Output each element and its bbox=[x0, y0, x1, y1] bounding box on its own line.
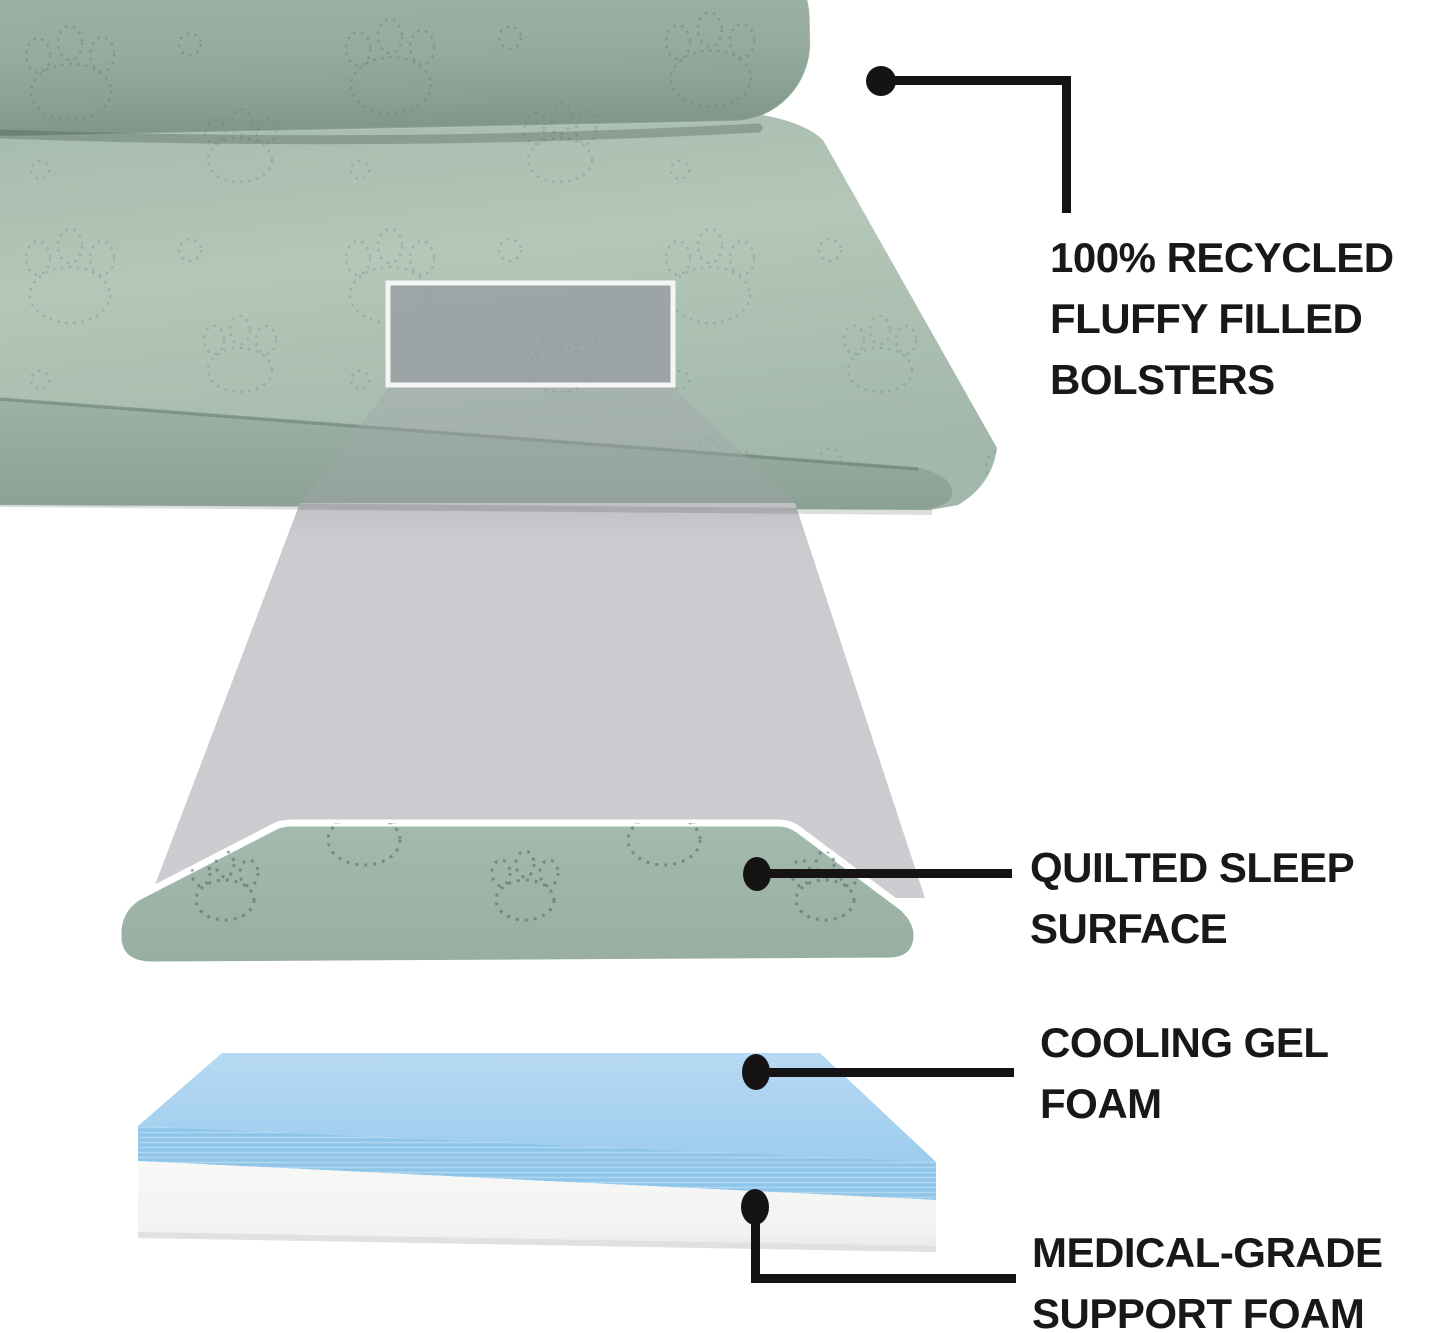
bed-front-panel bbox=[0, 397, 953, 509]
sleep-surface-callout-line bbox=[757, 869, 1012, 878]
bed-bottom-shadow bbox=[0, 501, 933, 515]
sleep-surface-callout-label: QUILTED SLEEP SURFACE bbox=[1030, 837, 1355, 959]
callout-line: FOAM bbox=[1040, 1080, 1162, 1127]
callout-line: QUILTED SLEEP bbox=[1030, 844, 1355, 891]
callout-line: 100% RECYCLED bbox=[1050, 234, 1394, 281]
support-foam-callout-label: MEDICAL-GRADE SUPPORT FOAM bbox=[1032, 1222, 1383, 1333]
support-foam-callout-line-horizontal bbox=[751, 1274, 1016, 1283]
bolster-shadow bbox=[0, 123, 763, 145]
cooling-gel-callout-line bbox=[756, 1068, 1014, 1077]
callout-line: SUPPORT FOAM bbox=[1032, 1290, 1365, 1333]
cooling-gel-front-band bbox=[138, 1126, 936, 1200]
support-foam-base bbox=[138, 1161, 936, 1252]
callout-line: BOLSTERS bbox=[1050, 356, 1275, 403]
callout-line: FLUFFY FILLED bbox=[1050, 295, 1363, 342]
foam-block bbox=[138, 1053, 936, 1252]
cooling-gel-callout-label: COOLING GEL FOAM bbox=[1040, 1012, 1329, 1134]
magnified-region-rectangle bbox=[385, 280, 676, 388]
projection-beam-on-bed bbox=[300, 385, 795, 503]
callout-line: COOLING GEL bbox=[1040, 1019, 1329, 1066]
bolster-callout-line-horizontal bbox=[881, 76, 1071, 85]
quilted-sleep-surface-layer bbox=[114, 819, 921, 969]
callout-line: MEDICAL-GRADE bbox=[1032, 1229, 1383, 1276]
bolster-callout-line-vertical bbox=[1062, 76, 1071, 213]
bolster-callout-label: 100% RECYCLED FLUFFY FILLED BOLSTERS bbox=[1050, 227, 1394, 410]
projection-beam bbox=[150, 503, 925, 898]
support-foam-callout-line-vertical bbox=[751, 1207, 760, 1283]
cooling-gel-top-face bbox=[138, 1053, 936, 1162]
callout-line: SURFACE bbox=[1030, 905, 1228, 952]
bed-bolster bbox=[0, 0, 812, 138]
